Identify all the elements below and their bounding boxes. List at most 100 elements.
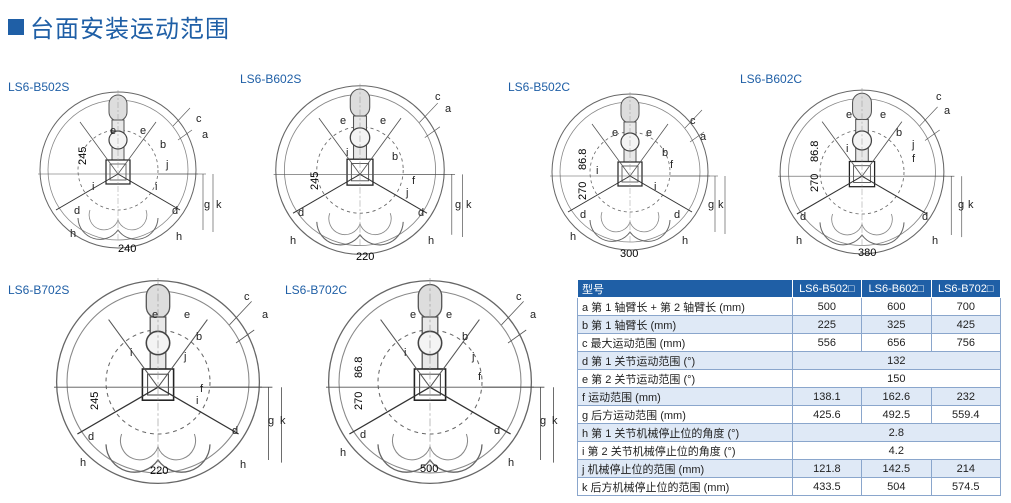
svg-text:d: d	[232, 425, 238, 437]
diagram-ls6-b602c	[777, 87, 963, 255]
svg-text:e: e	[184, 309, 190, 321]
svg-text:d: d	[418, 207, 424, 219]
svg-text:d: d	[298, 207, 304, 219]
svg-text:h: h	[290, 235, 296, 247]
dim-text: 220	[150, 465, 168, 477]
svg-text:h: h	[340, 447, 346, 459]
svg-text:h: h	[682, 235, 688, 247]
svg-text:f: f	[200, 383, 204, 395]
svg-text:e: e	[612, 127, 618, 139]
dim-text: 270	[809, 174, 821, 192]
svg-text:b: b	[896, 127, 902, 139]
dim-text: 245	[77, 147, 89, 165]
diagram-ls6-b502c	[549, 91, 726, 251]
dim-text: 380	[858, 247, 876, 259]
svg-text:d: d	[74, 205, 80, 217]
table-row: e 第 2 关节运动范围 (°)150	[577, 369, 1002, 388]
svg-text:i: i	[596, 165, 598, 177]
svg-text:i: i	[404, 347, 406, 359]
model-label-3: LS6-B502C	[508, 80, 571, 94]
svg-text:b: b	[196, 331, 202, 343]
svg-text:e: e	[846, 109, 852, 121]
svg-text:k: k	[280, 415, 286, 427]
svg-text:d: d	[494, 425, 500, 437]
svg-text:h: h	[508, 457, 514, 469]
svg-text:j: j	[911, 139, 914, 151]
table-row: d 第 1 关节运动范围 (°)132	[577, 351, 1002, 370]
svg-text:f: f	[912, 153, 916, 165]
svg-text:e: e	[880, 109, 886, 121]
svg-text:g: g	[268, 415, 274, 427]
svg-text:j: j	[183, 351, 186, 363]
dim-text: 500	[420, 463, 438, 475]
svg-text:h: h	[932, 235, 938, 247]
svg-text:d: d	[88, 431, 94, 443]
svg-text:h: h	[80, 457, 86, 469]
header-model: 型号	[577, 279, 793, 298]
header-col-3: LS6-B702□	[930, 279, 1002, 298]
svg-text:k: k	[216, 199, 222, 211]
dim-text: 240	[118, 243, 136, 255]
model-label-1: LS6-B502S	[8, 80, 70, 94]
diagram-ls6-b502s	[37, 89, 214, 249]
svg-text:e: e	[140, 125, 146, 137]
svg-text:e: e	[410, 309, 416, 321]
model-label-6: LS6-B702C	[285, 283, 348, 297]
table-header-row: 型号 LS6-B502□ LS6-B602□ LS6-B702□	[577, 279, 1002, 298]
svg-text:d: d	[580, 209, 586, 221]
svg-text:i: i	[654, 181, 656, 193]
svg-text:i: i	[346, 147, 348, 159]
dim-text: 300	[620, 248, 638, 260]
svg-text:f: f	[478, 371, 482, 383]
svg-text:g: g	[455, 199, 461, 211]
svg-text:h: h	[428, 235, 434, 247]
svg-text:h: h	[570, 231, 576, 243]
svg-text:i: i	[846, 143, 848, 155]
svg-text:e: e	[646, 127, 652, 139]
dim-text: 270	[353, 392, 365, 410]
svg-text:c: c	[435, 91, 441, 103]
dim-text: 86.8	[809, 141, 821, 162]
dim-text: 245	[309, 172, 321, 190]
svg-text:c: c	[196, 113, 202, 125]
dim-text: 86.8	[353, 357, 365, 378]
svg-text:e: e	[446, 309, 452, 321]
svg-text:j: j	[471, 351, 474, 363]
svg-text:d: d	[360, 429, 366, 441]
svg-text:b: b	[662, 147, 668, 159]
header-col-1: LS6-B502□	[791, 279, 863, 298]
svg-text:e: e	[110, 125, 116, 137]
svg-text:d: d	[172, 205, 178, 217]
svg-text:g: g	[540, 415, 546, 427]
svg-text:e: e	[152, 309, 158, 321]
svg-text:a: a	[202, 129, 209, 141]
svg-text:k: k	[552, 415, 558, 427]
svg-text:i: i	[196, 395, 198, 407]
svg-text:e: e	[340, 115, 346, 127]
svg-text:b: b	[160, 139, 166, 151]
svg-text:b: b	[462, 331, 468, 343]
dim-text: 245	[89, 392, 101, 410]
svg-text:i: i	[155, 181, 157, 193]
svg-text:c: c	[516, 291, 522, 303]
svg-text:g: g	[204, 199, 210, 211]
svg-text:f: f	[670, 159, 674, 171]
table-row: h 第 1 关节机械停止位的角度 (°)2.8	[577, 423, 1002, 442]
svg-text:a: a	[262, 309, 269, 321]
svg-text:h: h	[796, 235, 802, 247]
svg-text:b: b	[392, 151, 398, 163]
svg-text:a: a	[530, 309, 537, 321]
svg-text:k: k	[466, 199, 472, 211]
svg-text:a: a	[700, 131, 707, 143]
dim-text: 86.8	[577, 149, 589, 170]
diagram-ls6-b702c	[325, 277, 555, 485]
dim-text: 270	[577, 182, 589, 200]
svg-text:g: g	[708, 199, 714, 211]
